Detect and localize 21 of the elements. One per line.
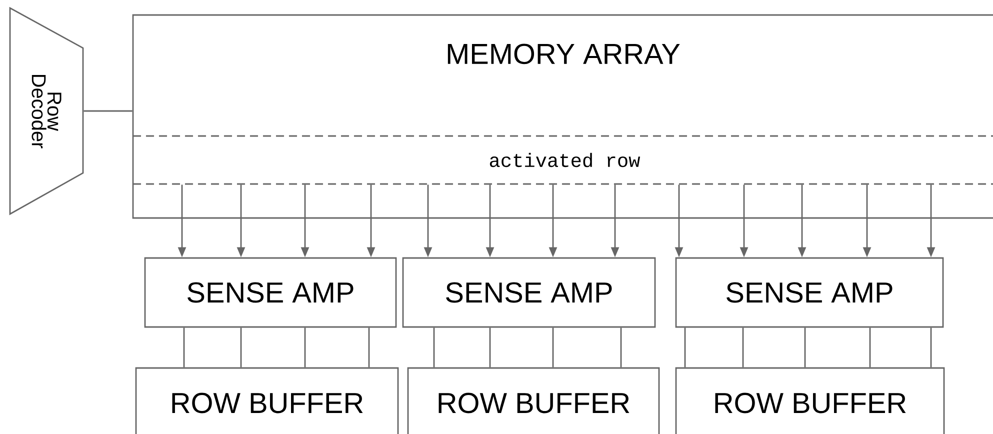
connector-line	[684, 328, 686, 368]
connector-line	[869, 328, 871, 368]
sense-amp-box: SENSE AMP	[402, 257, 656, 328]
row-buffer-box: ROW BUFFER	[135, 367, 399, 434]
row-buffer-box: ROW BUFFER	[407, 367, 660, 434]
connector-line	[742, 328, 744, 368]
connector-line	[620, 328, 622, 368]
connector-line	[930, 328, 932, 368]
connector-line	[552, 328, 554, 368]
sense-amp-box: SENSE AMP	[144, 257, 397, 328]
connector-line	[368, 328, 370, 368]
connector-line	[804, 328, 806, 368]
sense-amp-box: SENSE AMP	[675, 257, 944, 328]
connector-line	[304, 328, 306, 368]
connector-line	[240, 328, 242, 368]
connector-line	[489, 328, 491, 368]
connector-line	[183, 328, 185, 368]
connector-line	[84, 110, 132, 112]
activated-row-band: activated row	[133, 135, 993, 185]
row-buffer-box: ROW BUFFER	[675, 367, 945, 434]
connector-line	[433, 328, 435, 368]
